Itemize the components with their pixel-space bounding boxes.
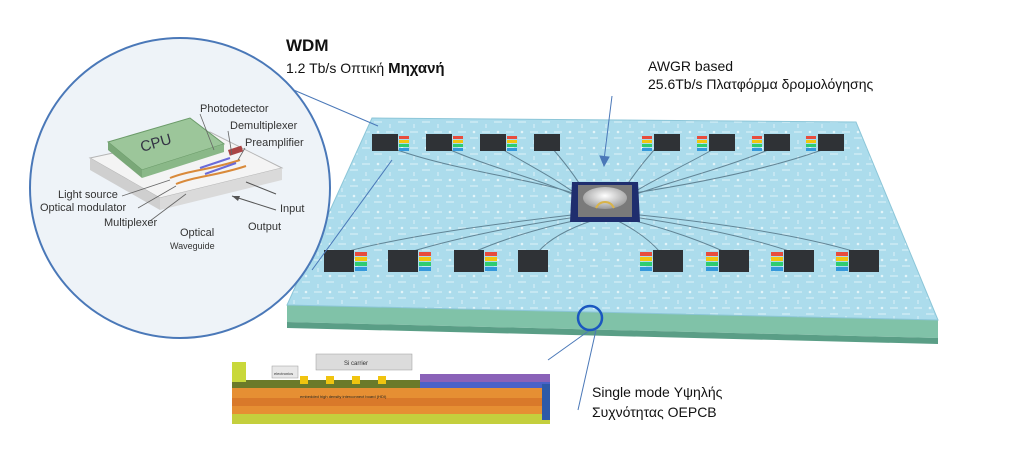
hdi-board-label: embedded high density interconnect board…: [300, 394, 387, 399]
demultiplexer-label: Demultiplexer: [230, 120, 298, 132]
chip: [372, 134, 409, 151]
wdm-rate: 1.2 Tb/s Οπτική Μηχανή: [286, 60, 445, 77]
light-source-label: Light source: [58, 189, 118, 201]
chip: [388, 250, 431, 272]
photodetector-label: Photodetector: [200, 103, 269, 115]
board-label-line1: Single mode Υψηλής: [592, 384, 723, 400]
optical-label: Optical: [180, 227, 214, 239]
chip: [640, 250, 683, 272]
chip: [806, 134, 844, 151]
chip: [480, 134, 517, 151]
chip: [697, 134, 735, 151]
preamplifier-label: Preamplifier: [245, 137, 304, 149]
chip: [454, 250, 497, 272]
multiplexer-label: Multiplexer: [104, 217, 158, 229]
wdm-engine-text: Μηχανή: [388, 60, 445, 77]
wdm-title: WDM: [286, 36, 329, 55]
input-label: Input: [280, 203, 304, 215]
chips-top-row: [372, 134, 844, 151]
chip: [771, 250, 814, 272]
awgr-title: AWGR based: [648, 58, 734, 74]
si-carrier-label: Si carrier: [344, 361, 368, 367]
awgr-rate: 25.6Tb/s Πλατφόρμα δρομολόγησης: [648, 76, 874, 92]
chip: [706, 250, 749, 272]
chips-bottom-row: [324, 250, 879, 272]
waveguides: [344, 147, 857, 253]
inset-magnifier: CPU Photodetector Demultiplexer Preampli…: [29, 37, 331, 339]
electronics-label: electronics: [274, 371, 293, 376]
waveguide-label: Waveguide: [170, 241, 215, 251]
chip: [518, 250, 548, 272]
chip: [426, 134, 463, 151]
chip: [324, 250, 367, 272]
callout-lines: [227, 61, 613, 411]
board-edge: [287, 305, 938, 338]
wdm-rate-text: 1.2 Tb/s Οπτική: [286, 60, 385, 76]
chip: [534, 134, 560, 151]
chip: [836, 250, 879, 272]
board-label-line2: Συχνότητας OEPCB: [592, 404, 717, 420]
chip: [752, 134, 790, 151]
board-cross-section: electronics Si carrier embedded high den…: [232, 353, 550, 424]
optical-modulator-label: Optical modulator: [40, 202, 127, 214]
awgr-router: [570, 182, 640, 222]
output-label: Output: [248, 221, 281, 233]
chip: [642, 134, 680, 151]
